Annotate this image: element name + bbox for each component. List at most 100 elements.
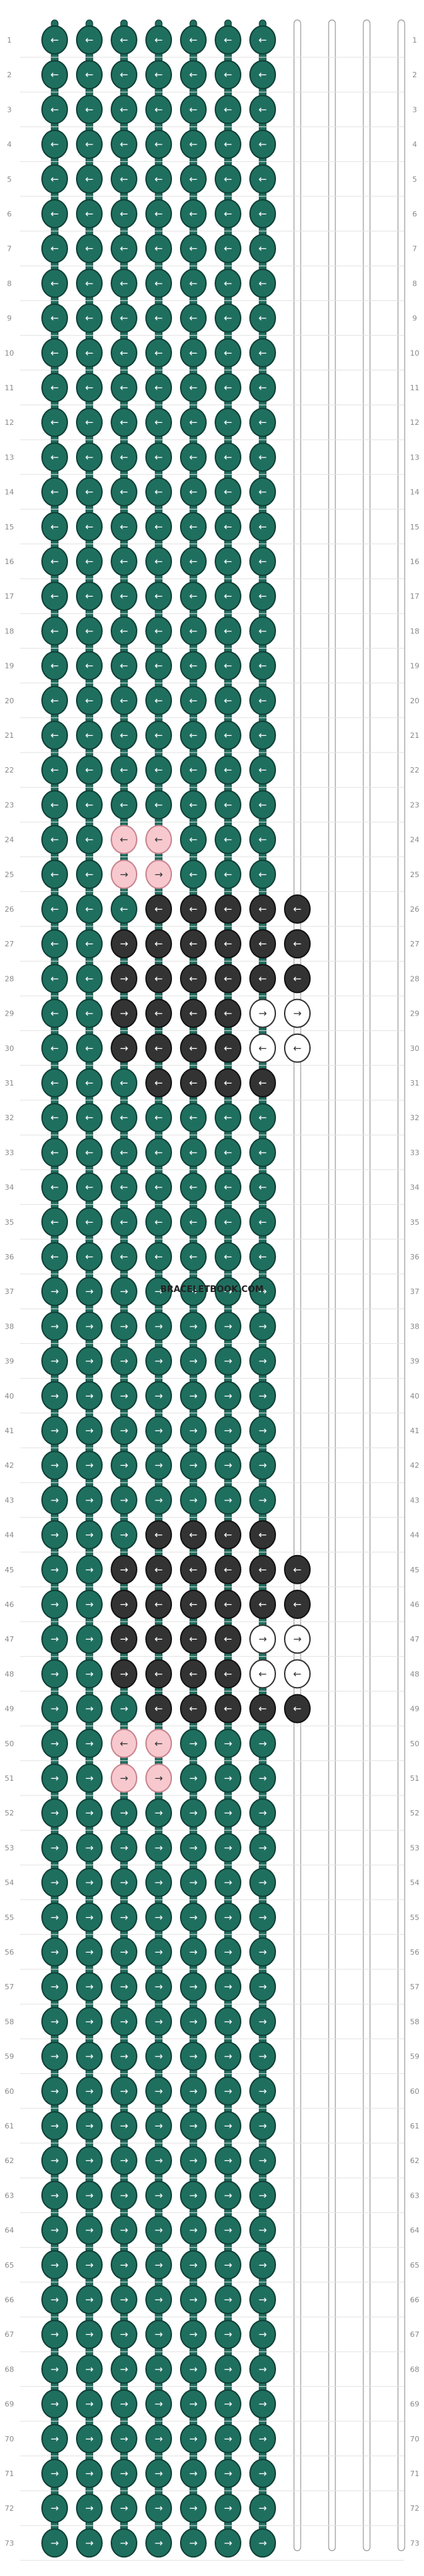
knot — [76, 1867, 103, 1897]
knot — [111, 1937, 137, 1967]
knot-arrow: ← — [120, 625, 129, 637]
knot-arrow: ← — [224, 486, 233, 498]
knot-arrow: ← — [85, 764, 94, 776]
row-number-left: 48 — [5, 1670, 14, 1678]
knot-arrow: ← — [51, 1146, 59, 1158]
knot-arrow: ← — [120, 729, 129, 741]
knot — [215, 859, 241, 889]
knot-arrow: → — [224, 2154, 233, 2166]
knot-arrow: ← — [85, 347, 94, 359]
knot — [249, 373, 276, 402]
knot-arrow: ← — [259, 868, 267, 880]
knot-arrow: ← — [155, 799, 163, 810]
knot — [41, 60, 68, 90]
knot-arrow: → — [155, 2294, 163, 2306]
knot-arrow: → — [189, 1738, 198, 1750]
row-number-right: 28 — [410, 974, 419, 983]
knot-arrow: → — [120, 2467, 129, 2479]
knot-arrow: → — [189, 1772, 198, 1784]
row-number-left: 52 — [5, 1809, 14, 1817]
knot-arrow: ← — [51, 625, 59, 637]
knot — [111, 2389, 137, 2419]
knot — [215, 894, 241, 924]
knot-arrow: ← — [259, 1529, 267, 1541]
knot-arrow: ← — [224, 1181, 233, 1193]
row-number-left: 2 — [7, 71, 12, 79]
knot — [111, 790, 137, 820]
row-number-right: 9 — [413, 314, 417, 323]
knot-arrow: ← — [155, 1668, 163, 1680]
knot-arrow: → — [155, 1877, 163, 1889]
knot-arrow: → — [85, 1598, 94, 1610]
knot — [249, 1450, 276, 1480]
knot-arrow: ← — [224, 1703, 233, 1715]
knot — [111, 1659, 137, 1689]
knot-arrow: → — [85, 2363, 94, 2375]
knot — [249, 2389, 276, 2419]
knot-arrow: → — [120, 1877, 129, 1889]
knot — [111, 338, 137, 368]
knot-arrow: ← — [259, 799, 267, 810]
row-number-right: 34 — [410, 1183, 419, 1192]
knot-arrow: → — [51, 2120, 59, 2132]
knot-arrow: ← — [293, 903, 302, 915]
knot — [180, 25, 207, 55]
knot-arrow: → — [51, 1841, 59, 1853]
knot-arrow: → — [85, 1459, 94, 1471]
row-number-right: 53 — [410, 1843, 419, 1852]
knot — [249, 2528, 276, 2558]
knot — [145, 2111, 172, 2140]
row-number-right: 43 — [410, 1496, 419, 1504]
knot-arrow: ← — [155, 173, 163, 185]
knot-arrow: → — [155, 1355, 163, 1367]
knot — [180, 511, 207, 541]
knot-arrow: ← — [51, 208, 59, 220]
knot-arrow: → — [51, 1772, 59, 1784]
knot — [145, 1346, 172, 1376]
knot — [284, 1033, 311, 1063]
knot-arrow: ← — [224, 729, 233, 741]
knot — [215, 1694, 241, 1724]
knot-arrow: ← — [155, 486, 163, 498]
knot-arrow: → — [51, 2189, 59, 2201]
knot — [215, 1554, 241, 1584]
knot-arrow: ← — [51, 312, 59, 324]
knot — [284, 1624, 311, 1654]
knot — [76, 2354, 103, 2384]
knot-arrow: ← — [51, 764, 59, 776]
knot-arrow: → — [85, 1807, 94, 1819]
knot-arrow: ← — [189, 139, 198, 151]
knot-arrow: → — [120, 2433, 129, 2445]
knot-arrow: ← — [120, 1146, 129, 1158]
knot — [41, 2459, 68, 2488]
knot-arrow: → — [85, 2154, 94, 2166]
knot — [111, 998, 137, 1028]
knot-arrow: ← — [155, 1112, 163, 1124]
knot-arrow: ← — [189, 1112, 198, 1124]
knot-arrow: → — [189, 2189, 198, 2201]
knot-arrow: ← — [51, 972, 59, 984]
knot — [111, 1242, 137, 1271]
knot — [249, 95, 276, 125]
knot-arrow: → — [120, 2120, 129, 2132]
knot-arrow: → — [189, 2154, 198, 2166]
knot-arrow: → — [120, 1772, 129, 1784]
knot — [180, 1972, 207, 2002]
knot — [249, 1554, 276, 1584]
row-number-right: 7 — [413, 244, 417, 253]
knot-arrow: → — [51, 1911, 59, 1923]
knot — [41, 2215, 68, 2245]
knot — [111, 547, 137, 576]
knot — [215, 1972, 241, 2002]
row-number-right: 19 — [410, 662, 419, 671]
row-number-right: 55 — [410, 1913, 419, 1922]
knot — [180, 685, 207, 715]
knot-arrow: ← — [189, 834, 198, 846]
knot-arrow: ← — [85, 521, 94, 533]
knot-arrow: ← — [224, 208, 233, 220]
knot — [180, 2354, 207, 2384]
knot — [145, 2180, 172, 2210]
row-number-right: 65 — [410, 2261, 419, 2270]
thread-10 — [363, 19, 371, 2551]
row-number-right: 17 — [410, 592, 419, 601]
